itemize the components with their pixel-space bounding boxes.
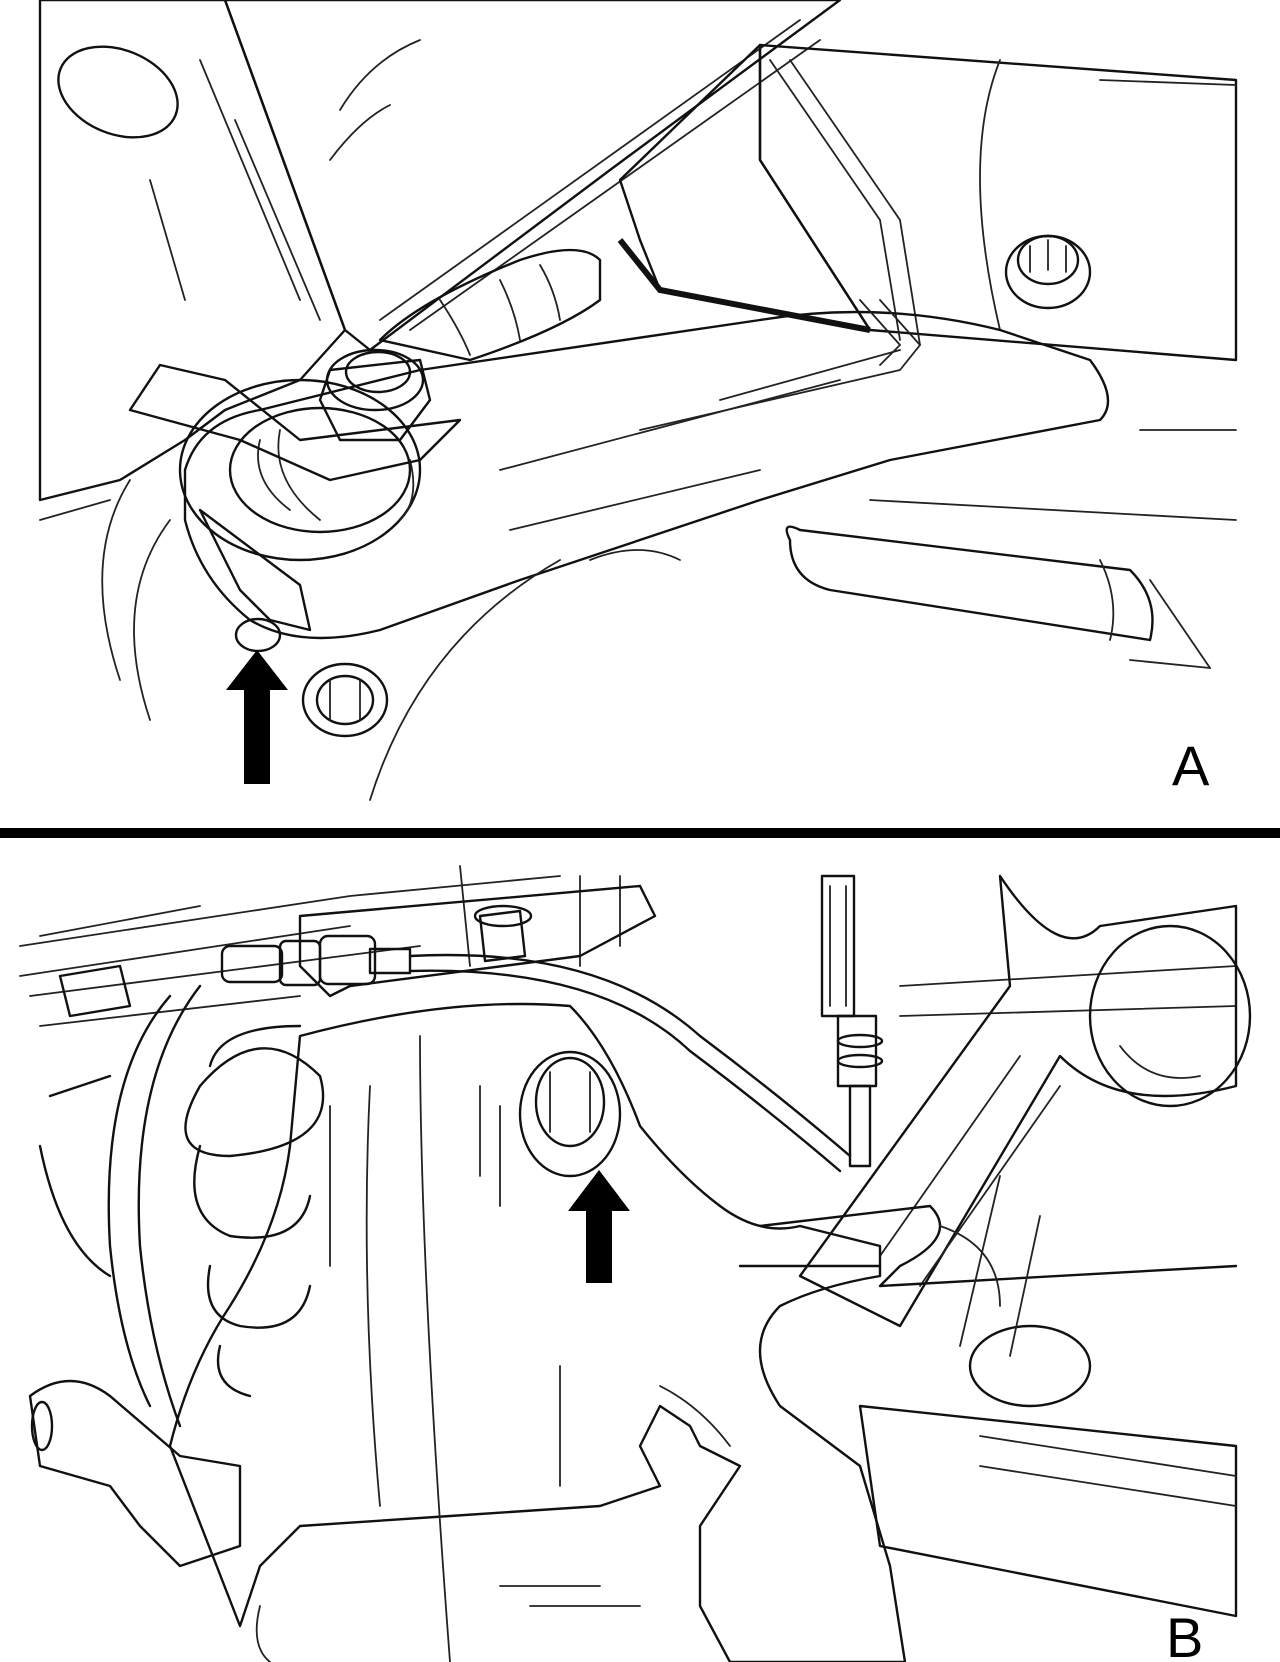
panel-a: A xyxy=(0,0,1280,828)
lower-control-arm xyxy=(858,1404,1238,1618)
shock-absorber xyxy=(378,248,602,362)
knuckle-carrier xyxy=(168,1002,907,1662)
lower-arm-right xyxy=(758,1204,1238,1288)
lower-arm-left xyxy=(28,1379,242,1568)
panel-label-a: A xyxy=(1172,734,1210,797)
removed-nut-icon xyxy=(301,662,389,738)
panel-b-illustration xyxy=(19,865,1252,1662)
brake-line-connector xyxy=(220,934,412,987)
arm-bushing xyxy=(178,378,422,562)
panel-divider xyxy=(0,828,1280,838)
bolt-icon xyxy=(518,1050,622,1178)
upper-frame-bracket xyxy=(38,0,347,502)
shock-absorber xyxy=(820,874,884,1168)
panel-b: B xyxy=(0,846,1280,1662)
bracket-hole xyxy=(57,45,179,139)
bolt-icon xyxy=(1004,234,1092,310)
brake-line xyxy=(408,953,852,1158)
nut-icon xyxy=(318,348,432,442)
panel-label-b: B xyxy=(1166,1606,1204,1662)
upper-arm xyxy=(798,874,1238,1328)
lower-tube xyxy=(785,525,1154,642)
bushing-bolt-end xyxy=(234,617,282,653)
control-arm xyxy=(183,310,1110,640)
callout-arrow-icon xyxy=(568,1170,630,1283)
rear-wheel-hub xyxy=(1088,924,1252,1108)
support-plate xyxy=(223,0,842,352)
coil-spring xyxy=(184,1024,325,1398)
panel-a-illustration xyxy=(38,0,1238,801)
bracket-tab xyxy=(128,363,462,482)
callout-arrow-icon xyxy=(226,650,288,784)
